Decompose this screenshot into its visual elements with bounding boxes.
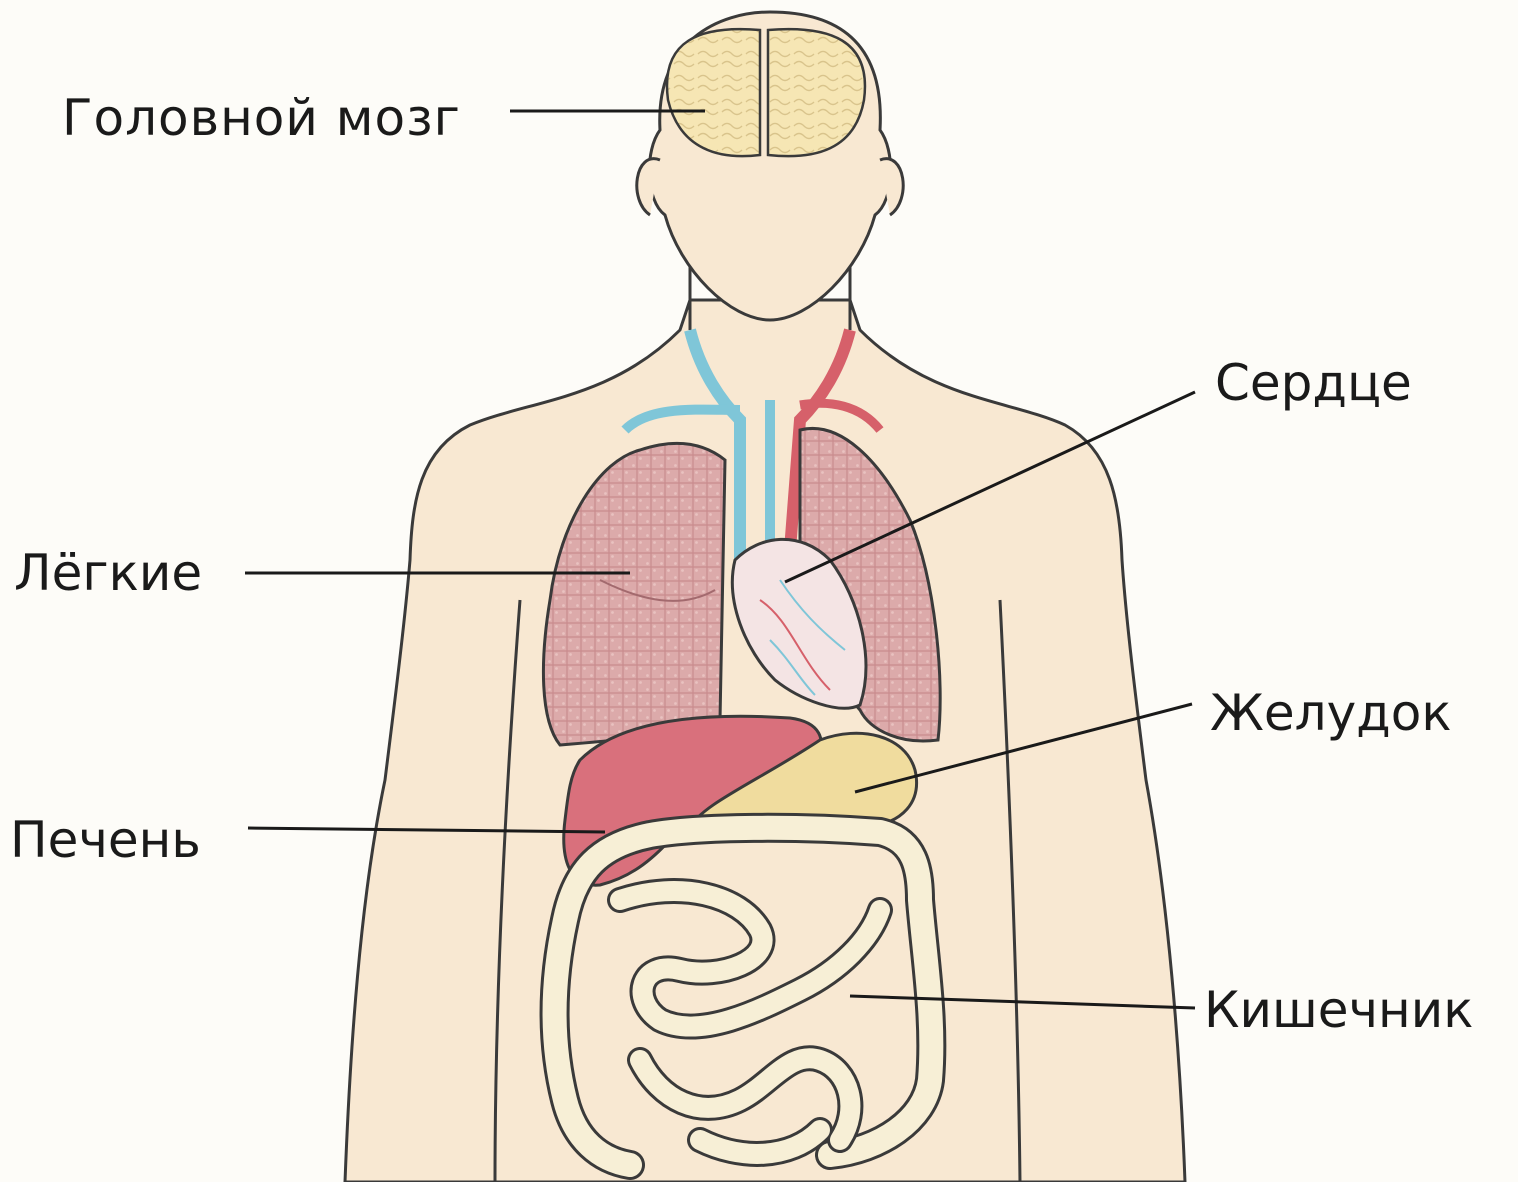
intestine-label: Кишечник — [1204, 985, 1473, 1035]
stomach-label: Желудок — [1210, 688, 1452, 738]
lungs-label: Лёгкие — [14, 548, 202, 598]
brain-label: Головной мозг — [62, 93, 461, 143]
heart-label: Сердце — [1215, 358, 1412, 408]
liver-label: Печень — [10, 815, 201, 865]
